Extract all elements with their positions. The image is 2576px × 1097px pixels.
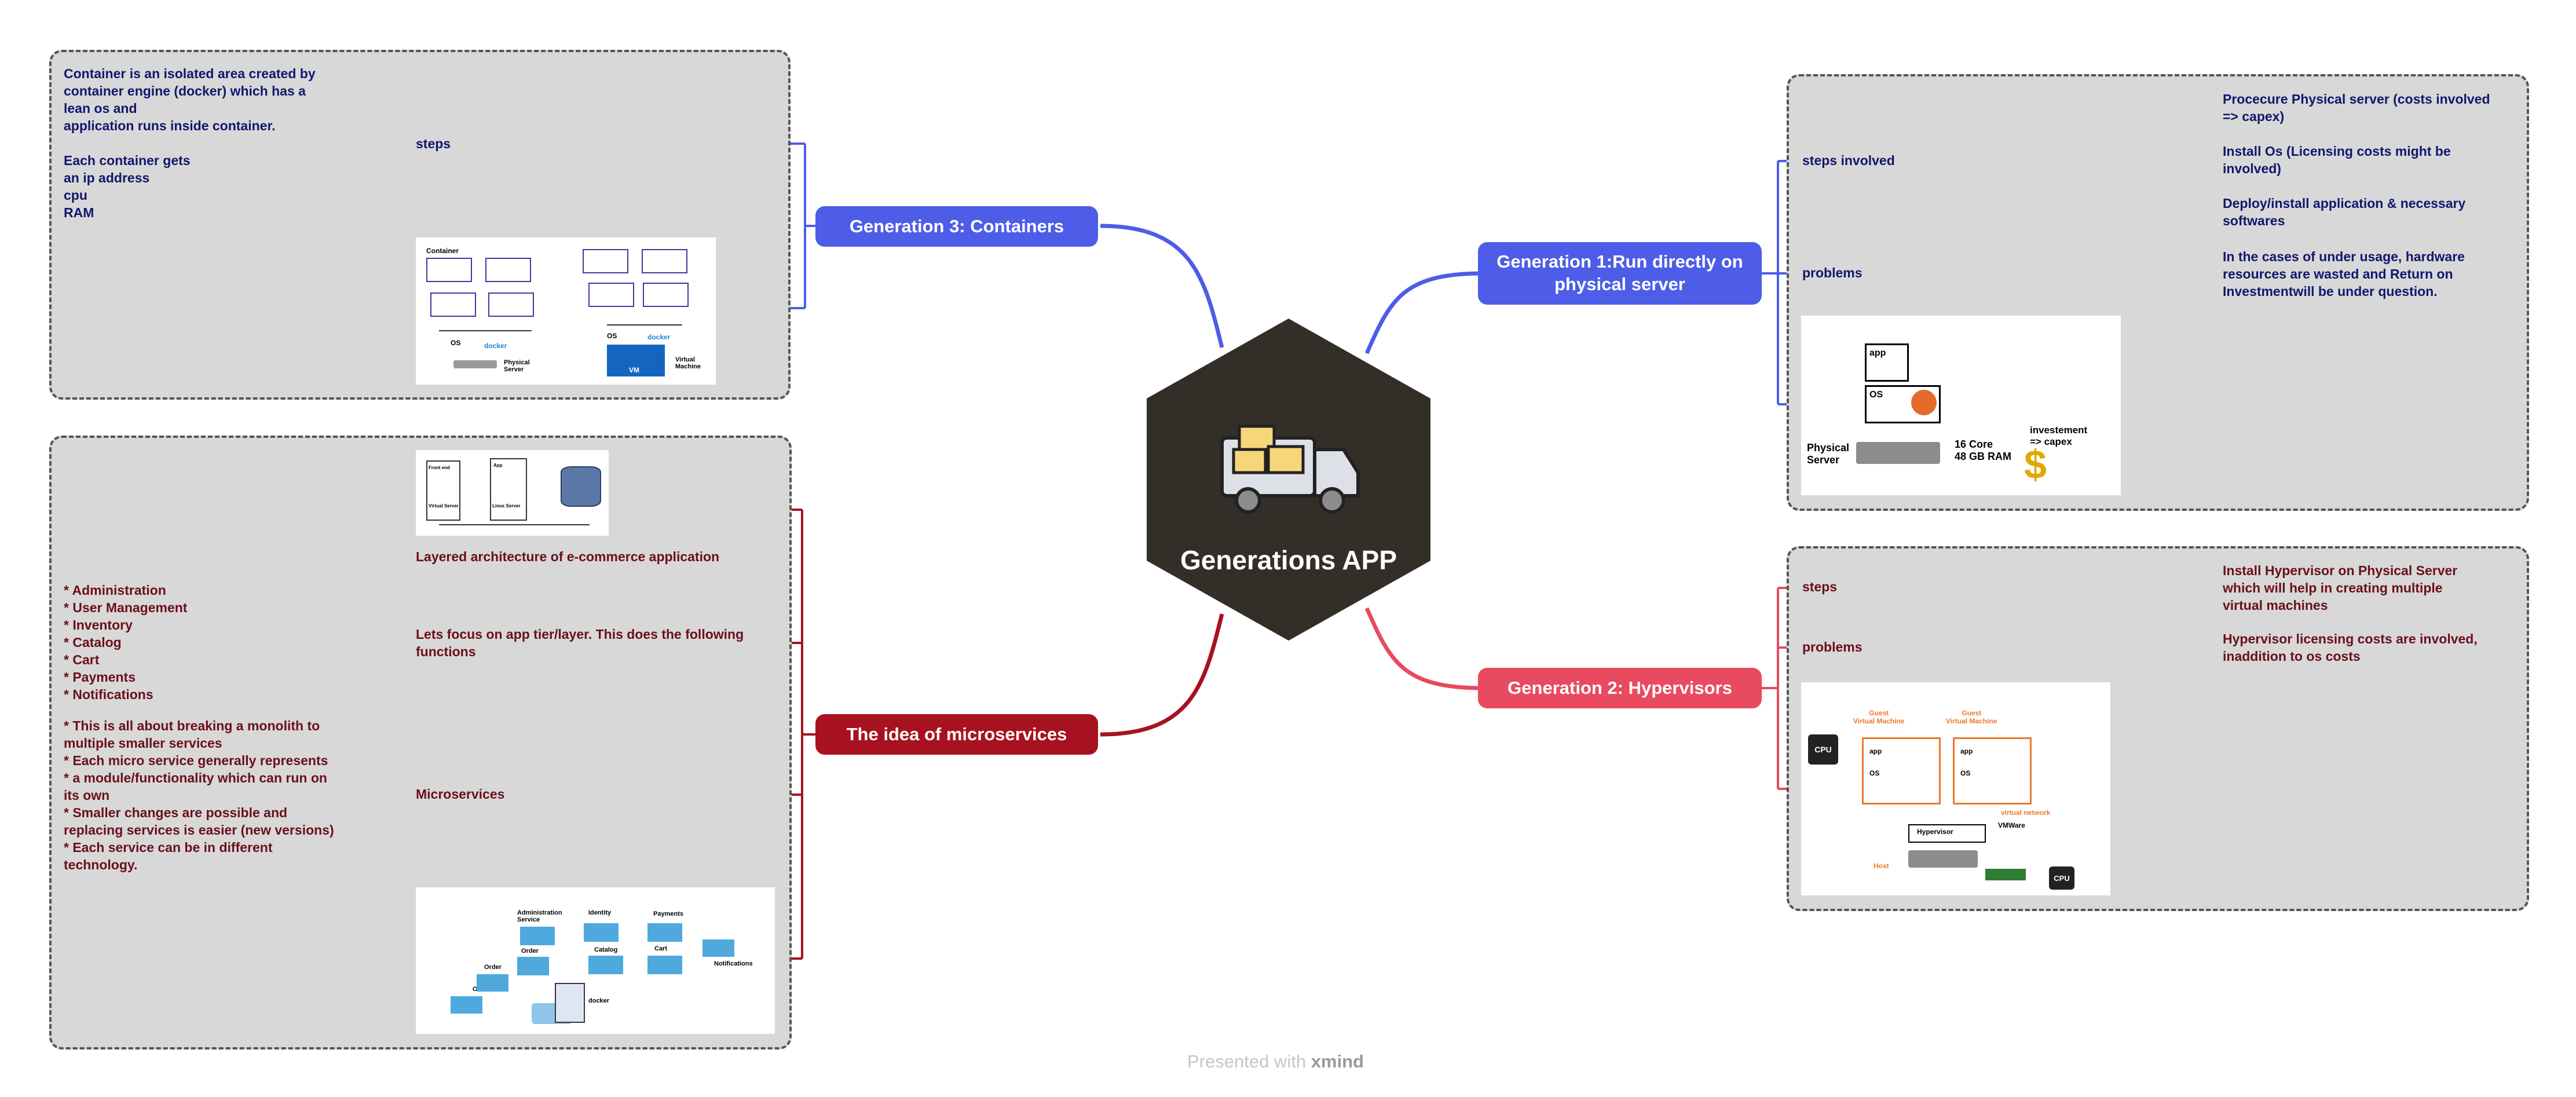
central-topic-title: Generations APP bbox=[1180, 545, 1397, 575]
cart-label: Cart bbox=[654, 945, 668, 952]
notifications-label: Notifications bbox=[714, 960, 753, 967]
service-box-icon bbox=[477, 974, 508, 992]
vm-docker-label: docker bbox=[647, 333, 671, 341]
virtual-network-label: virtual network bbox=[2001, 809, 2051, 817]
frontend-label: Front end bbox=[429, 465, 450, 470]
dollar-icon: $ bbox=[2024, 442, 2047, 487]
gen1-app-label: app bbox=[1869, 348, 1886, 358]
gen1-step-3: Deploy/install application & necessary s… bbox=[2223, 196, 2466, 228]
virtual-server-label: Virtual Server bbox=[429, 503, 459, 509]
vmware-label: VMWare bbox=[1998, 821, 2025, 829]
footer-branding: Presented with xmind bbox=[1187, 1051, 1364, 1072]
gen1-step-1: Procecure Physical server (costs involve… bbox=[2223, 92, 2490, 124]
cpu-icon-2: CPU bbox=[2049, 866, 2074, 890]
service-box-icon bbox=[517, 957, 549, 975]
container-label: Container bbox=[426, 247, 459, 255]
service-box-icon bbox=[588, 956, 623, 974]
guest-vm-2-label: Guest Virtual Machine bbox=[1946, 709, 1997, 725]
linux-server-label: Linux Server bbox=[492, 503, 521, 509]
gen1-steps-label[interactable]: steps involved bbox=[1802, 153, 1895, 168]
microservices-topic[interactable]: The idea of microservices bbox=[815, 714, 1098, 755]
gen1-problems-label[interactable]: problems bbox=[1802, 265, 1863, 280]
guest-vm-1-label: Guest Virtual Machine bbox=[1853, 709, 1905, 725]
xmind-logo: xmind bbox=[1311, 1051, 1364, 1072]
gen2-step-text: Install Hypervisor on Physical Server wh… bbox=[2223, 563, 2458, 613]
database-icon bbox=[561, 466, 601, 507]
server-rack-icon bbox=[1856, 442, 1940, 464]
service-box-icon bbox=[647, 923, 682, 942]
service-box-icon bbox=[520, 927, 555, 945]
container-vs-vm-image: Container OS docker Physical Server OS d… bbox=[416, 237, 716, 385]
gen2-problems-label[interactable]: problems bbox=[1802, 639, 1863, 654]
gen2-topic[interactable]: Generation 2: Hypervisors bbox=[1478, 668, 1762, 708]
ubuntu-icon bbox=[1911, 390, 1937, 415]
cpu-icon-1: CPU bbox=[1808, 734, 1838, 765]
gen2-os-label-1: OS bbox=[1869, 769, 1880, 777]
footer-prefix: Presented with bbox=[1187, 1051, 1307, 1072]
gen2-app-label-1: app bbox=[1869, 747, 1882, 755]
gen1-os-label: OS bbox=[1869, 390, 1883, 400]
app-tier-label[interactable]: Lets focus on app tier/layer. This does … bbox=[416, 627, 744, 659]
microservices-image: Administration Service Identity Payments… bbox=[416, 887, 775, 1034]
service-box-icon bbox=[451, 996, 482, 1014]
gen3-physical-server-label: Physical Server bbox=[504, 359, 530, 373]
catalog-label: Catalog bbox=[594, 946, 618, 953]
gen3-docker-label: docker bbox=[484, 342, 507, 350]
server-icon bbox=[555, 983, 585, 1023]
payments-label: Payments bbox=[653, 910, 683, 917]
gen3-steps-label[interactable]: steps bbox=[416, 136, 451, 151]
hypervisor-image: Guest Virtual Machine Guest Virtual Mach… bbox=[1801, 682, 2110, 895]
layered-architecture-image: Front end Virtual Server App Linux Serve… bbox=[416, 450, 609, 536]
hypervisor-label: Hypervisor bbox=[1917, 828, 1953, 836]
physical-server-image: app OS Physical Server 16 Core 48 GB RAM… bbox=[1801, 316, 2121, 495]
virtual-machine-label: Virtual Machine bbox=[675, 356, 701, 370]
gen1-spec-label: 16 Core 48 GB RAM bbox=[1955, 438, 2012, 462]
gen1-physical-server-label: Physical Server bbox=[1807, 442, 1850, 466]
gen3-topic[interactable]: Generation 3: Containers bbox=[815, 206, 1098, 247]
gen1-step-2: Install Os (Licensing costs might be inv… bbox=[2223, 144, 2451, 176]
host-label: Host bbox=[1874, 862, 1889, 870]
service-box-icon bbox=[584, 923, 619, 942]
gen1-problem-text: In the cases of under usage, hardware re… bbox=[2223, 249, 2465, 299]
gen1-investment-label: investement => capex bbox=[2030, 425, 2088, 447]
gen2-problem-text: Hypervisor licensing costs are involved,… bbox=[2223, 631, 2478, 664]
layered-caption: Layered architecture of e-commerce appli… bbox=[416, 549, 720, 564]
ram-icon bbox=[1985, 869, 2026, 880]
gen2-app-label-2: app bbox=[1960, 747, 1973, 755]
microservices-label[interactable]: Microservices bbox=[416, 787, 505, 802]
center-hub[interactable] bbox=[1144, 317, 1433, 642]
delivery-truck-icon bbox=[1220, 425, 1360, 514]
identity-label: Identity bbox=[588, 909, 612, 916]
admin-service-label: Administration Service bbox=[517, 909, 562, 923]
service-box-icon bbox=[647, 956, 682, 974]
app-server-label: App bbox=[493, 463, 503, 468]
microservices-text: * This is all about breaking a monolith … bbox=[64, 718, 334, 872]
services-docker-label: docker bbox=[588, 997, 610, 1004]
vm-label: VM bbox=[629, 366, 639, 374]
vm-os-label: OS bbox=[607, 332, 617, 340]
gen3-os-label: OS bbox=[451, 339, 461, 347]
functions-list: * Administration * User Management * Inv… bbox=[64, 583, 188, 702]
gen3-note: Container is an isolated area created by… bbox=[64, 66, 316, 220]
gen2-os-label-2: OS bbox=[1960, 769, 1971, 777]
order-label-1: Order bbox=[521, 948, 539, 955]
gen1-topic[interactable]: Generation 1:Run directly on physical se… bbox=[1478, 242, 1762, 305]
service-box-icon bbox=[702, 939, 734, 957]
order-label-2: Order bbox=[484, 964, 502, 971]
gen2-steps-label[interactable]: steps bbox=[1802, 579, 1838, 594]
